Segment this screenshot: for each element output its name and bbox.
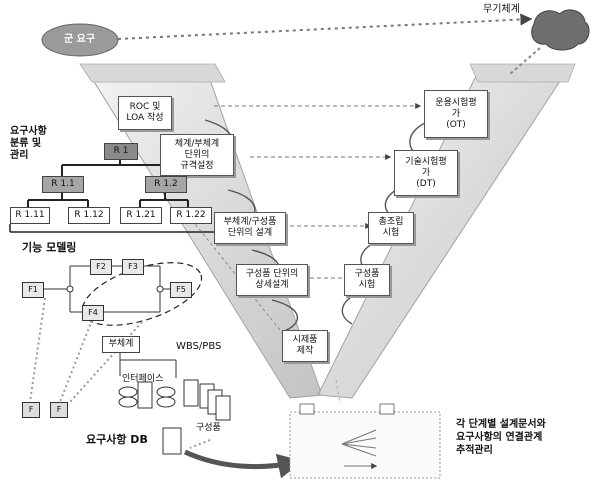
step-component-test: 구성품 시험	[344, 264, 390, 296]
cloud-to-v-arrow	[509, 47, 541, 75]
step-development-test-text: 기술시험평 가 (DT)	[405, 156, 447, 189]
function-f2: F2	[90, 259, 112, 275]
trace-panel-top-1	[299, 403, 315, 415]
function-f5: F5	[170, 282, 192, 298]
component-box-1	[137, 381, 153, 409]
weapon-system-cloud	[531, 9, 590, 51]
military-requirement-label: 군 요구	[64, 34, 96, 45]
step-roc-loa: ROC 및 LOA 작성	[118, 96, 172, 130]
step-development-test: 기술시험평 가 (DT)	[394, 150, 458, 196]
component-box-5	[215, 395, 231, 421]
step-operational-test-text: 운용시험평 가 (OT)	[435, 97, 477, 130]
function-f3: F3	[122, 259, 144, 275]
tree-node-r1-22: R 1.22	[170, 207, 212, 224]
tree-node-r1: R 1	[104, 143, 138, 160]
component-box-2	[183, 379, 199, 407]
wbs-subsystem-box: 부체계	[102, 336, 140, 353]
db-trace-arrow	[183, 449, 303, 479]
requirement-management-label: 요구사항 분류 및 관리	[10, 126, 47, 161]
tree-node-r1-1: R 1.1	[42, 176, 84, 193]
function-network	[44, 265, 170, 313]
function-f4: F4	[82, 305, 104, 321]
step-integration-test-text: 총조립 시험	[378, 217, 404, 238]
swirl-left-4	[271, 299, 299, 333]
interface-ellipse-3	[118, 396, 138, 408]
function-f1: F1	[22, 282, 44, 298]
v-top-bar	[79, 63, 226, 83]
wbs-component-label: 구성품	[196, 423, 221, 433]
top-dotted-arrow	[117, 13, 533, 40]
function-ref-2: F	[50, 402, 68, 418]
step-prototype-text: 시제품 제작	[292, 335, 318, 356]
step-roc-loa-text: ROC 및 LOA 작성	[126, 102, 164, 123]
function-ref-1: F	[22, 402, 40, 418]
interface-ellipse-1	[118, 386, 138, 398]
weapon-system-label: 무기체계	[483, 4, 520, 15]
step-detail-design: 구성품 단위의 상세설계	[236, 264, 308, 296]
trace-management-note: 각 단계별 설계문서와 요구사항의 연결관계 추적관리	[456, 419, 546, 456]
step-subsystem-design-text: 부체계/구성품 단위의 설계	[223, 217, 277, 238]
tree-node-r1-21: R 1.21	[120, 207, 162, 224]
wbs-interface-label: 인터페이스	[122, 374, 164, 384]
step-detail-design-text: 구성품 단위의 상세설계	[245, 269, 299, 290]
step-operational-test: 운용시험평 가 (OT)	[424, 90, 488, 138]
interface-ellipse-2	[156, 386, 176, 398]
step-integration-test: 총조립 시험	[368, 212, 414, 244]
step-prototype: 시제품 제작	[282, 330, 328, 362]
military-requirement-ellipse	[41, 23, 119, 57]
requirement-db-label: 요구사항 DB	[86, 433, 148, 446]
step-system-spec-text: 체계/부체계 단위의 규격설정	[174, 138, 220, 171]
trace-panel-top-2	[379, 403, 395, 415]
tree-node-r1-11: R 1.11	[10, 207, 50, 224]
tree-connectors	[27, 158, 189, 207]
requirement-db-box	[162, 427, 182, 455]
tree-node-r1-2: R 1.2	[145, 176, 187, 193]
step-system-spec: 체계/부체계 단위의 규격설정	[160, 134, 234, 176]
tree-node-r1-12: R 1.12	[68, 207, 110, 224]
step-subsystem-design: 부체계/구성품 단위의 설계	[214, 212, 286, 244]
v-top-right-bar	[469, 63, 576, 83]
function-modeling-label: 기능 모델링	[22, 241, 77, 254]
wbs-title: WBS/PBS	[176, 341, 222, 352]
trace-panel	[289, 411, 441, 479]
step-component-test-text: 구성품 시험	[354, 269, 380, 290]
interface-ellipse-4	[156, 396, 176, 408]
